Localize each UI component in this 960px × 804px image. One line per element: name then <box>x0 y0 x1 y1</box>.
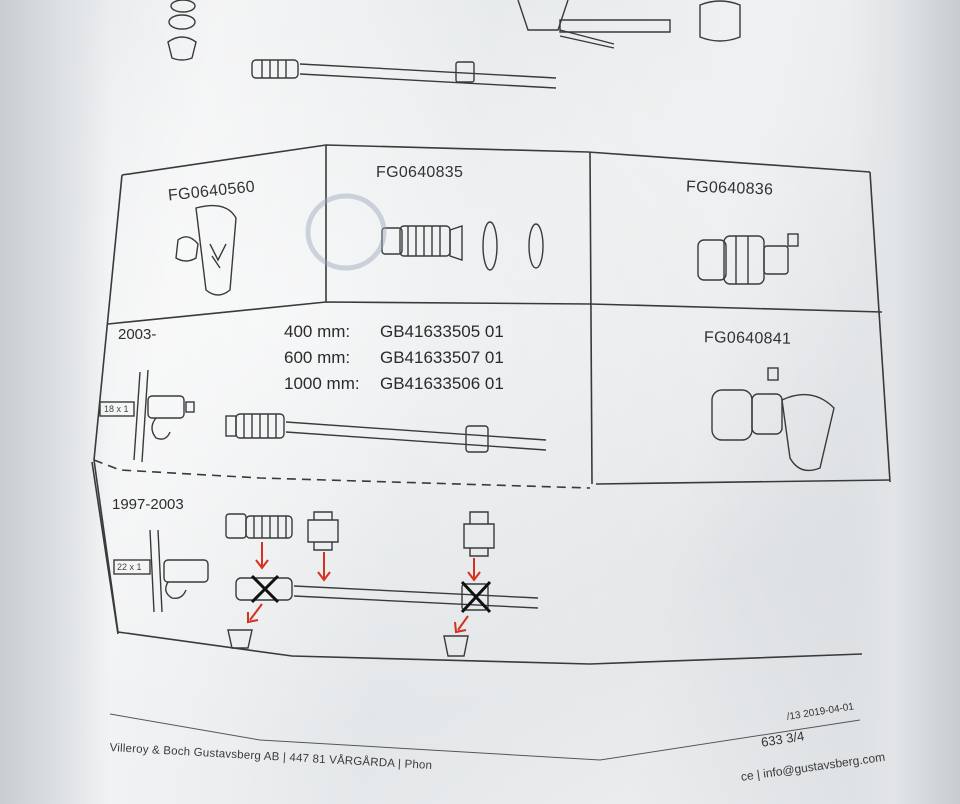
part-code-cartridge: FG0640836 <box>685 178 774 199</box>
thread-size-new: 18 x 1 <box>104 404 129 414</box>
spindle-drawing <box>381 221 544 271</box>
year-label-old: 1997-2003 <box>112 496 184 513</box>
rod-code-400: GB41633505 01 <box>380 322 504 341</box>
year-label-new: 2003- <box>118 326 157 343</box>
stamp-ring <box>305 193 387 271</box>
rod-length-400: 400 mm: <box>284 322 351 341</box>
new-rod <box>225 413 547 453</box>
top-knob-parts <box>167 0 197 61</box>
old-rod <box>235 511 539 611</box>
part-code-spindle: FG0640835 <box>376 164 464 181</box>
bag-edge-left <box>0 0 110 804</box>
bag-edge-right <box>850 0 960 804</box>
do-not-reuse-marks <box>250 574 492 614</box>
removal-arrows <box>247 542 481 634</box>
handle-drawing <box>175 204 237 296</box>
part-code-cartridge-handle: FG0640841 <box>703 329 792 348</box>
rod-length-1000: 1000 mm: <box>284 374 360 393</box>
old-wall-bracket <box>113 529 209 613</box>
new-wall-bracket <box>99 369 195 463</box>
old-spindle <box>225 511 339 551</box>
cartridge-handle-drawing <box>711 367 835 472</box>
rod-code-600: GB41633507 01 <box>380 348 504 367</box>
old-caps <box>227 629 469 657</box>
footer-rule <box>109 713 861 761</box>
cartridge-drawing <box>697 233 799 285</box>
parts-table <box>91 144 891 665</box>
top-valve-assembly <box>517 0 741 49</box>
rod-code-1000: GB41633506 01 <box>380 374 504 393</box>
rod-length-600: 600 mm: <box>284 348 351 367</box>
thread-size-old: 22 x 1 <box>117 562 142 572</box>
top-rod <box>251 59 557 89</box>
